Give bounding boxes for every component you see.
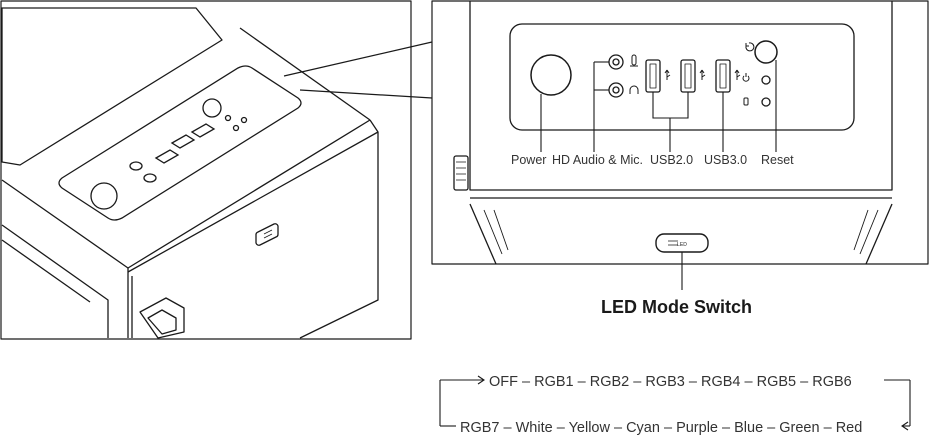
label-usb3: USB3.0 <box>704 153 747 167</box>
left-view-frame <box>0 0 412 340</box>
mode-separator: – <box>518 374 534 390</box>
usb2-port-1 <box>645 59 661 93</box>
mode-item: Green <box>779 420 819 436</box>
mode-item: Purple <box>676 420 718 436</box>
mode-item: White <box>516 420 553 436</box>
usb-port-small-2 <box>170 134 196 149</box>
mode-cycle-row-2: RGB7 – White – Yellow – Cyan – Purple – … <box>460 420 862 436</box>
power-led-icon <box>742 73 750 82</box>
reset-button-small <box>202 98 222 118</box>
mode-item: RGB3 <box>645 374 685 390</box>
mode-item: RGB4 <box>701 374 741 390</box>
mode-item: Blue <box>734 420 763 436</box>
mode-separator: – <box>629 374 645 390</box>
mode-item: Yellow <box>569 420 611 436</box>
mode-separator: – <box>741 374 757 390</box>
mode-item: OFF <box>489 374 518 390</box>
mode-separator: – <box>574 374 590 390</box>
mode-item: Cyan <box>626 420 660 436</box>
reset-icon <box>745 42 755 52</box>
usb-icon-3 <box>734 69 741 80</box>
mode-separator: – <box>553 420 569 436</box>
usb-icon-2 <box>699 69 706 80</box>
mode-separator: – <box>820 420 836 436</box>
usb2-port-2 <box>680 59 696 93</box>
mode-item: RGB7 <box>460 420 500 436</box>
mode-item: RGB6 <box>812 374 852 390</box>
mic-jack <box>608 54 624 70</box>
mode-separator: – <box>610 420 626 436</box>
power-led <box>761 75 771 85</box>
mode-cycle-row-1: OFF – RGB1 – RGB2 – RGB3 – RGB4 – RGB5 –… <box>489 374 852 390</box>
mic-icon <box>630 54 638 67</box>
label-power: Power <box>511 153 546 167</box>
mode-item: RGB1 <box>534 374 574 390</box>
case-perspective-view <box>0 0 412 340</box>
leader-lines <box>540 60 777 290</box>
io-panel-small <box>58 65 302 221</box>
power-button-small <box>90 182 118 210</box>
top-glass-panel <box>1 7 223 166</box>
callout-lines <box>283 41 433 99</box>
mode-separator: – <box>685 374 701 390</box>
mode-item: Red <box>836 420 863 436</box>
led-switch-title: LED Mode Switch <box>601 297 752 317</box>
io-panel-zoomed <box>509 23 855 131</box>
usb-icon-1 <box>664 69 671 80</box>
mode-item: RGB2 <box>590 374 630 390</box>
hdd-led <box>761 97 771 107</box>
mode-item: RGB5 <box>757 374 797 390</box>
label-reset: Reset <box>761 153 794 167</box>
mode-cycle-loop <box>439 375 911 431</box>
mode-separator: – <box>763 420 779 436</box>
headphone-jack <box>608 82 624 98</box>
arrow-head-right <box>477 375 485 385</box>
reset-button <box>754 40 778 64</box>
mode-separator: – <box>718 420 734 436</box>
arrow-head-left <box>901 421 909 431</box>
mode-separator: – <box>660 420 676 436</box>
headphone-icon <box>629 85 639 94</box>
zoomed-panel-view <box>431 0 929 265</box>
label-audio: HD Audio & Mic. <box>552 153 643 167</box>
led-button-small <box>255 223 279 246</box>
right-view-frame <box>431 0 929 265</box>
usb-port-small-1 <box>154 149 180 164</box>
label-usb2: USB2.0 <box>650 153 693 167</box>
led-button-text: LED <box>677 242 687 248</box>
mode-separator: – <box>796 374 812 390</box>
hdd-led-icon <box>743 97 749 106</box>
mode-separator: – <box>500 420 516 436</box>
panel-icons <box>629 42 755 246</box>
usb-port-small-3 <box>190 123 216 138</box>
power-button <box>530 54 572 96</box>
usb3-port <box>715 59 731 93</box>
